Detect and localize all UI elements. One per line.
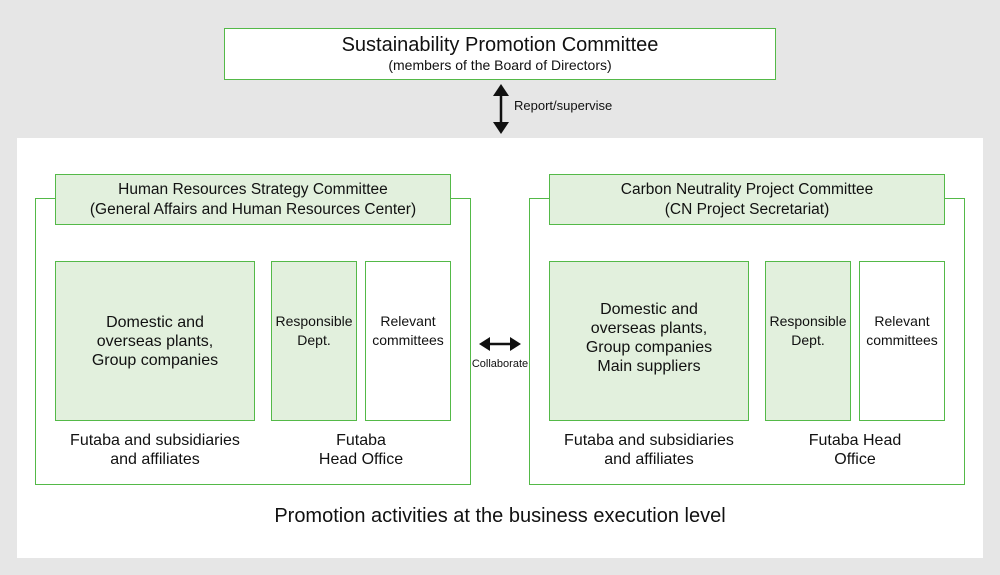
hr-responsible-line: Dept. [297, 332, 331, 348]
cn-plants-line: overseas plants, [590, 320, 708, 337]
hr-plants-group-box: Domestic and overseas plants, Group comp… [55, 261, 255, 421]
cn-relevant-line: committees [866, 332, 938, 348]
cn-relevant-line: Relevant [874, 313, 930, 329]
collaborate-label: Collaborate [471, 358, 529, 370]
cn-project-committee-subtitle: (CN Project Secretariat) [664, 200, 830, 218]
cn-responsible-dept-box: Responsible Dept. [765, 261, 851, 421]
collaborate-arrow-icon [479, 337, 521, 351]
hr-caption-head-office: Futaba Head Office [281, 431, 441, 469]
hr-plants-line: overseas plants, [96, 332, 214, 350]
hr-plants-line: Group companies [91, 351, 219, 369]
caption-line: Futaba and subsidiaries [70, 432, 240, 449]
caption-line: Office [834, 451, 876, 468]
cn-caption-subsidiaries: Futaba and subsidiaries and affiliates [539, 431, 759, 469]
caption-line: Futaba [336, 432, 386, 449]
hr-relevant-line: committees [372, 332, 444, 348]
caption-line: and affiliates [110, 451, 200, 468]
cn-project-committee-header: Carbon Neutrality Project Committee (CN … [549, 174, 945, 225]
caption-line: Futaba and subsidiaries [564, 432, 734, 449]
caption-line: Futaba Head [808, 432, 902, 449]
cn-responsible-line: Dept. [791, 332, 825, 348]
cn-plants-group-box: Domestic and overseas plants, Group comp… [549, 261, 749, 421]
cn-project-committee-title: Carbon Neutrality Project Committee [620, 180, 874, 198]
report-supervise-arrow-icon [493, 84, 509, 134]
caption-line: Head Office [318, 451, 404, 468]
hr-relevant-committees-box: Relevant committees [365, 261, 451, 421]
hr-responsible-line: Responsible [275, 313, 353, 329]
hr-strategy-committee-header: Human Resources Strategy Committee (Gene… [55, 174, 451, 225]
business-execution-footer: Promotion activities at the business exe… [274, 505, 726, 527]
cn-plants-line: Main suppliers [597, 358, 701, 375]
hr-strategy-committee-subtitle: (General Affairs and Human Resources Cen… [89, 200, 417, 218]
cn-caption-head-office: Futaba Head Office [775, 431, 935, 469]
caption-line: and affiliates [604, 451, 694, 468]
cn-relevant-committees-box: Relevant committees [859, 261, 945, 421]
hr-responsible-dept-box: Responsible Dept. [271, 261, 357, 421]
report-supervise-label: Report/supervise [514, 98, 613, 113]
sustainability-committee-box: Sustainability Promotion Committee (memb… [224, 28, 776, 80]
hr-relevant-line: Relevant [380, 313, 436, 329]
sustainability-committee-title: Sustainability Promotion Committee [341, 34, 659, 56]
hr-strategy-committee-title: Human Resources Strategy Committee [118, 180, 388, 198]
cn-plants-line: Domestic and [600, 301, 698, 318]
hr-plants-line: Domestic and [106, 313, 204, 331]
sustainability-committee-subtitle: (members of the Board of Directors) [388, 57, 612, 73]
cn-responsible-line: Responsible [769, 313, 847, 329]
cn-plants-line: Group companies [585, 339, 713, 356]
hr-caption-subsidiaries: Futaba and subsidiaries and affiliates [45, 431, 265, 469]
